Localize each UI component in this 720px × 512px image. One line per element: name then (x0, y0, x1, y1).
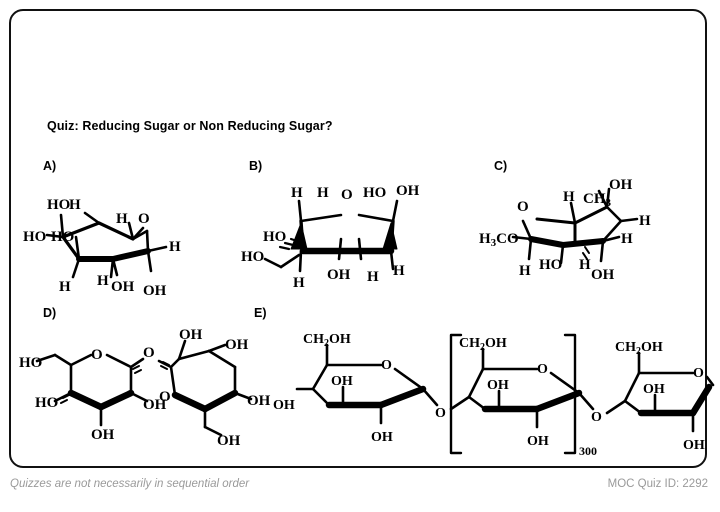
atom-label-oh-2: OH (327, 267, 351, 283)
atom-label-h: H (291, 185, 303, 201)
atom-label-ho-2: HO (23, 229, 46, 245)
atom-label-oh-3: OH (371, 430, 393, 445)
structure-e-polysaccharide[interactable]: CH2OH O OH OH OH O CH2OH O OH OH O CH2OH… (273, 317, 715, 467)
atom-label-o-ring: O (138, 211, 150, 227)
footer: Quizzes are not necessarily in sequentia… (0, 470, 720, 512)
atom-label-oh-1: OH (273, 398, 295, 413)
structure-c-methyl-glycoside-chair[interactable]: O H3CO H CH3 OH H H H HO H OH (479, 177, 684, 297)
atom-label-oh-4: OH (225, 337, 249, 353)
atom-label-o-glycosidic-2: O (591, 410, 602, 425)
atom-label-h-4: H (519, 263, 531, 279)
quiz-card: Quiz: Reducing Sugar or Non Reducing Sug… (9, 9, 715, 468)
atom-label-ho: HO (47, 197, 70, 213)
atom-label-o-ring-2: O (537, 362, 548, 377)
atom-label-oh-2: OH (143, 397, 167, 413)
repeat-count-label: 300 (579, 444, 597, 458)
atom-label-o-ring-right: O (159, 389, 171, 405)
atom-label-ch2oh-2: CH2OH (459, 336, 507, 353)
atom-label-o-ring: O (341, 187, 353, 203)
atom-label-oh-4: OH (487, 378, 509, 393)
atom-label-o-ring: O (517, 199, 529, 215)
structure-label-d: D) (43, 306, 57, 320)
atom-label-ch3: CH3 (583, 191, 612, 209)
footer-note: Quizzes are not necessarily in sequentia… (10, 478, 250, 490)
atom-label-h-2: H (639, 213, 651, 229)
atom-label-h-3: H (293, 275, 305, 291)
atom-label-oh-3: OH (143, 283, 167, 299)
atom-label-h-5: H (393, 263, 405, 279)
atom-label-oh-5: OH (527, 434, 549, 449)
atom-label-h-4: H (367, 269, 379, 285)
atom-label-ho: HO (19, 355, 42, 371)
atom-label-h-4: H (169, 239, 181, 255)
atom-label-ho-3: HO (51, 229, 74, 245)
structure-label-a: A) (43, 159, 57, 173)
atom-label-h3co: H3CO (479, 231, 519, 249)
structure-d-disaccharide[interactable]: HO O O HO OH OH OH OH O OH OH (19, 321, 271, 451)
structure-label-e: E) (254, 306, 267, 320)
atom-label-o-ring-3: O (693, 366, 704, 381)
atom-label-ho-3: HO (241, 249, 264, 265)
atom-label-h-3: H (621, 231, 633, 247)
atom-label-h-3: H (97, 273, 109, 289)
atom-label-ho-2: HO (263, 229, 286, 245)
atom-label-oh-7: OH (683, 438, 705, 453)
atom-label-h-2: H (59, 279, 71, 295)
atom-label-o-glycosidic: O (143, 345, 155, 361)
atom-label-oh: OH (396, 183, 420, 199)
atom-label-o-glycosidic-1: O (435, 406, 446, 421)
atom-label-h-2: H (317, 185, 329, 201)
atom-label-oh-2: OH (111, 279, 135, 295)
atom-label-ho: HO (363, 185, 386, 201)
structure-label-c: C) (494, 159, 508, 173)
atom-label-oh-6: OH (217, 433, 241, 449)
atom-label-oh: H (69, 197, 81, 213)
atom-label-oh-3: OH (179, 327, 203, 343)
atom-label-ho: HO (539, 257, 562, 273)
atom-label-oh-2: OH (331, 374, 353, 389)
atom-label-ch2oh-1: CH2OH (303, 332, 351, 349)
atom-label-o-ring-left: O (91, 347, 103, 363)
atom-label-h-5: H (579, 257, 591, 273)
atom-label-h: H (563, 189, 575, 205)
structure-label-b: B) (249, 159, 263, 173)
atom-label-ho-2: HO (35, 395, 58, 411)
structure-b-furanose-haworth[interactable]: H H O HO OH HO HO H OH H H (241, 179, 446, 297)
atom-label-h: H (116, 211, 128, 227)
page-title: Quiz: Reducing Sugar or Non Reducing Sug… (47, 119, 333, 133)
atom-label-oh: OH (91, 427, 115, 443)
atom-label-oh-6: OH (643, 382, 665, 397)
atom-label-oh-5: OH (247, 393, 271, 409)
footer-quiz-id: MOC Quiz ID: 2292 (607, 478, 708, 490)
structure-a-chair-glucopyranose[interactable]: HO H HO HO H O H H OH H OH (21, 179, 216, 299)
atom-label-o-ring-1: O (381, 358, 392, 373)
atom-label-oh-2: OH (591, 267, 615, 283)
atom-label-ch2oh-3: CH2OH (615, 340, 663, 357)
atom-label-oh: OH (609, 177, 633, 193)
